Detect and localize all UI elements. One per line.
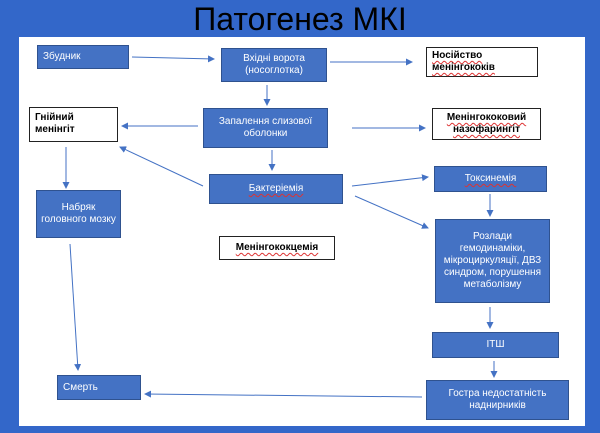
node-itsh: ІТШ <box>432 332 559 358</box>
edge-bakteriemiia-to-meningit <box>119 146 204 187</box>
node-rozlady: Розлади гемодинаміки, мікроциркуляції, Д… <box>435 219 550 303</box>
node-nabriak-label: Набряк головного мозку <box>41 202 116 225</box>
node-nosiistvo: Носійство менінгококів <box>426 47 538 77</box>
node-itsh-label: ІТШ <box>486 339 505 350</box>
node-vkhidni-vorota: Вхідні ворота (носоглотка) <box>221 48 327 82</box>
node-zapalennia-label: Запалення слизової оболонки <box>218 116 313 139</box>
edge-nabriak-to-smert <box>69 243 82 371</box>
node-nazofarynhit-label: Менінгококовий назофарингіт <box>446 112 527 135</box>
node-bakteriemiia-label: Бактеріемія <box>248 183 304 194</box>
node-smert: Смерть <box>57 375 141 400</box>
node-toksynemiia: Токсинемія <box>434 166 547 192</box>
node-zbudnyk-label: Збудник <box>43 51 81 62</box>
node-hniinyi-meninhit-label: Гнійний менінгіт <box>35 112 75 135</box>
node-rozlady-label: Розлади гемодинаміки, мікроциркуляції, Д… <box>443 231 542 290</box>
node-nedostatnist: Гостра недостатність наднирників <box>426 380 569 420</box>
node-smert-label: Смерть <box>63 381 98 393</box>
node-nedostatnist-label: Гостра недостатність наднирників <box>448 388 547 411</box>
slide-title: Патогенез МКІ <box>193 1 407 37</box>
node-toksynemiia-label: Токсинемія <box>464 173 517 184</box>
edge-nedostatnist-to-smert <box>144 390 423 398</box>
edge-zbudnyk-to-vorota <box>131 55 215 63</box>
edge-bakteriemiia-to-rozlady <box>354 195 429 229</box>
edge-bakteriemiia-to-toksynemiia <box>351 174 429 187</box>
node-meninhokoktsemiia: Менінгококцемія <box>219 236 335 260</box>
node-bakteriemiia: Бактеріемія <box>209 174 343 204</box>
node-zbudnyk: Збудник <box>37 45 129 69</box>
node-nabriak: Набряк головного мозку <box>36 190 121 238</box>
node-nosiistvo-label: Носійство менінгококів <box>432 50 495 73</box>
node-meninhokoktsemiia-label: Менінгококцемія <box>235 242 319 253</box>
node-nazofarynhit: Менінгококовий назофарингіт <box>432 108 541 140</box>
node-vkhidni-vorota-label: Вхідні ворота (носоглотка) <box>243 53 305 76</box>
node-zapalennia: Запалення слизової оболонки <box>203 108 328 148</box>
node-hniinyi-meninhit: Гнійний менінгіт <box>29 107 118 142</box>
